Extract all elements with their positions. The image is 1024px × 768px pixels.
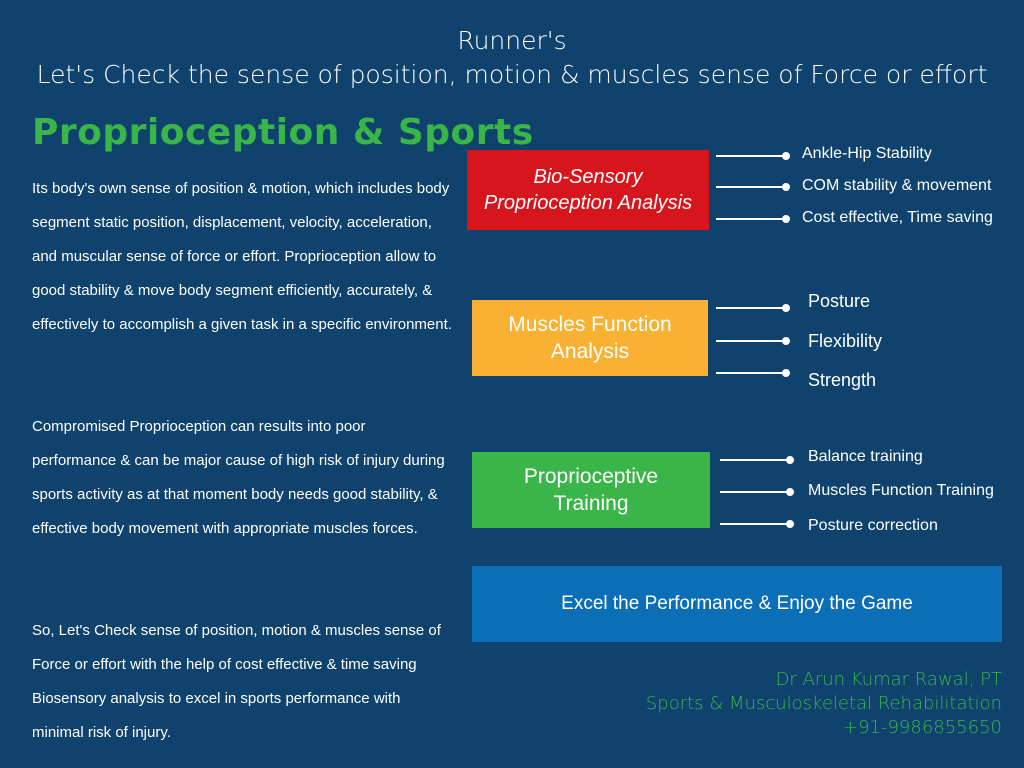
training-line-1: Proprioceptive <box>523 465 659 488</box>
header-line-1: Runner's <box>457 26 567 55</box>
connector-line <box>716 152 790 160</box>
muscle-item-flexibility: Flexibility <box>808 331 883 351</box>
section-title: Proprioception & Sports <box>32 112 534 153</box>
muscles-function-line-1: Muscles Function <box>508 313 672 336</box>
credit-phone: +91-9986855650 <box>842 717 1002 738</box>
bio-sensory-line-2: Proprioception Analysis <box>483 192 693 214</box>
excel-performance-label: Excel the Performance & Enjoy the Game <box>561 593 913 614</box>
bio-item-cost: Cost effective, Time saving <box>802 209 993 226</box>
bio-item-com: COM stability & movement <box>802 177 992 194</box>
paragraph-intro: Its body's own sense of position & motio… <box>32 180 452 333</box>
header: Runner's Let's Check the sense of positi… <box>0 24 1024 92</box>
muscles-function-box: Muscles Function Analysis <box>472 300 708 376</box>
training-item-balance: Balance training <box>808 448 923 465</box>
training-line-2: Training <box>553 492 629 515</box>
credit: Dr Arun Kumar Rawal, PT Sports & Musculo… <box>646 668 1002 740</box>
bio-sensory-line-1: Bio-Sensory <box>533 166 643 188</box>
training-item-posture: Posture correction <box>808 517 938 534</box>
credit-name: Dr Arun Kumar Rawal, PT <box>775 669 1002 690</box>
muscle-item-strength: Strength <box>808 370 877 390</box>
header-line-2: Let's Check the sense of position, motio… <box>36 60 988 89</box>
paragraph-conclusion: So, Let's Check sense of position, motio… <box>32 622 441 741</box>
connector-line <box>716 304 790 312</box>
muscles-function-line-2: Analysis <box>550 340 630 363</box>
connector-line <box>716 215 790 223</box>
connector-line <box>716 183 790 191</box>
paragraph-compromised: Compromised Proprioception can results i… <box>32 418 445 537</box>
connector-line <box>720 488 794 496</box>
training-item-muscles: Muscles Function Training <box>808 482 994 499</box>
credit-title: Sports & Musculoskeletal Rehabilitation <box>645 693 1002 714</box>
proprioceptive-training-box: Proprioceptive Training <box>472 452 710 528</box>
connector-line <box>720 456 794 464</box>
muscle-item-posture: Posture <box>808 291 871 311</box>
connector-line <box>716 337 790 345</box>
bio-sensory-box: Bio-Sensory Proprioception Analysis <box>467 150 709 230</box>
excel-performance-box: Excel the Performance & Enjoy the Game <box>472 566 1002 642</box>
connector-line <box>716 369 790 377</box>
connector-line <box>720 520 794 528</box>
bio-item-ankle-hip: Ankle-Hip Stability <box>802 145 932 162</box>
